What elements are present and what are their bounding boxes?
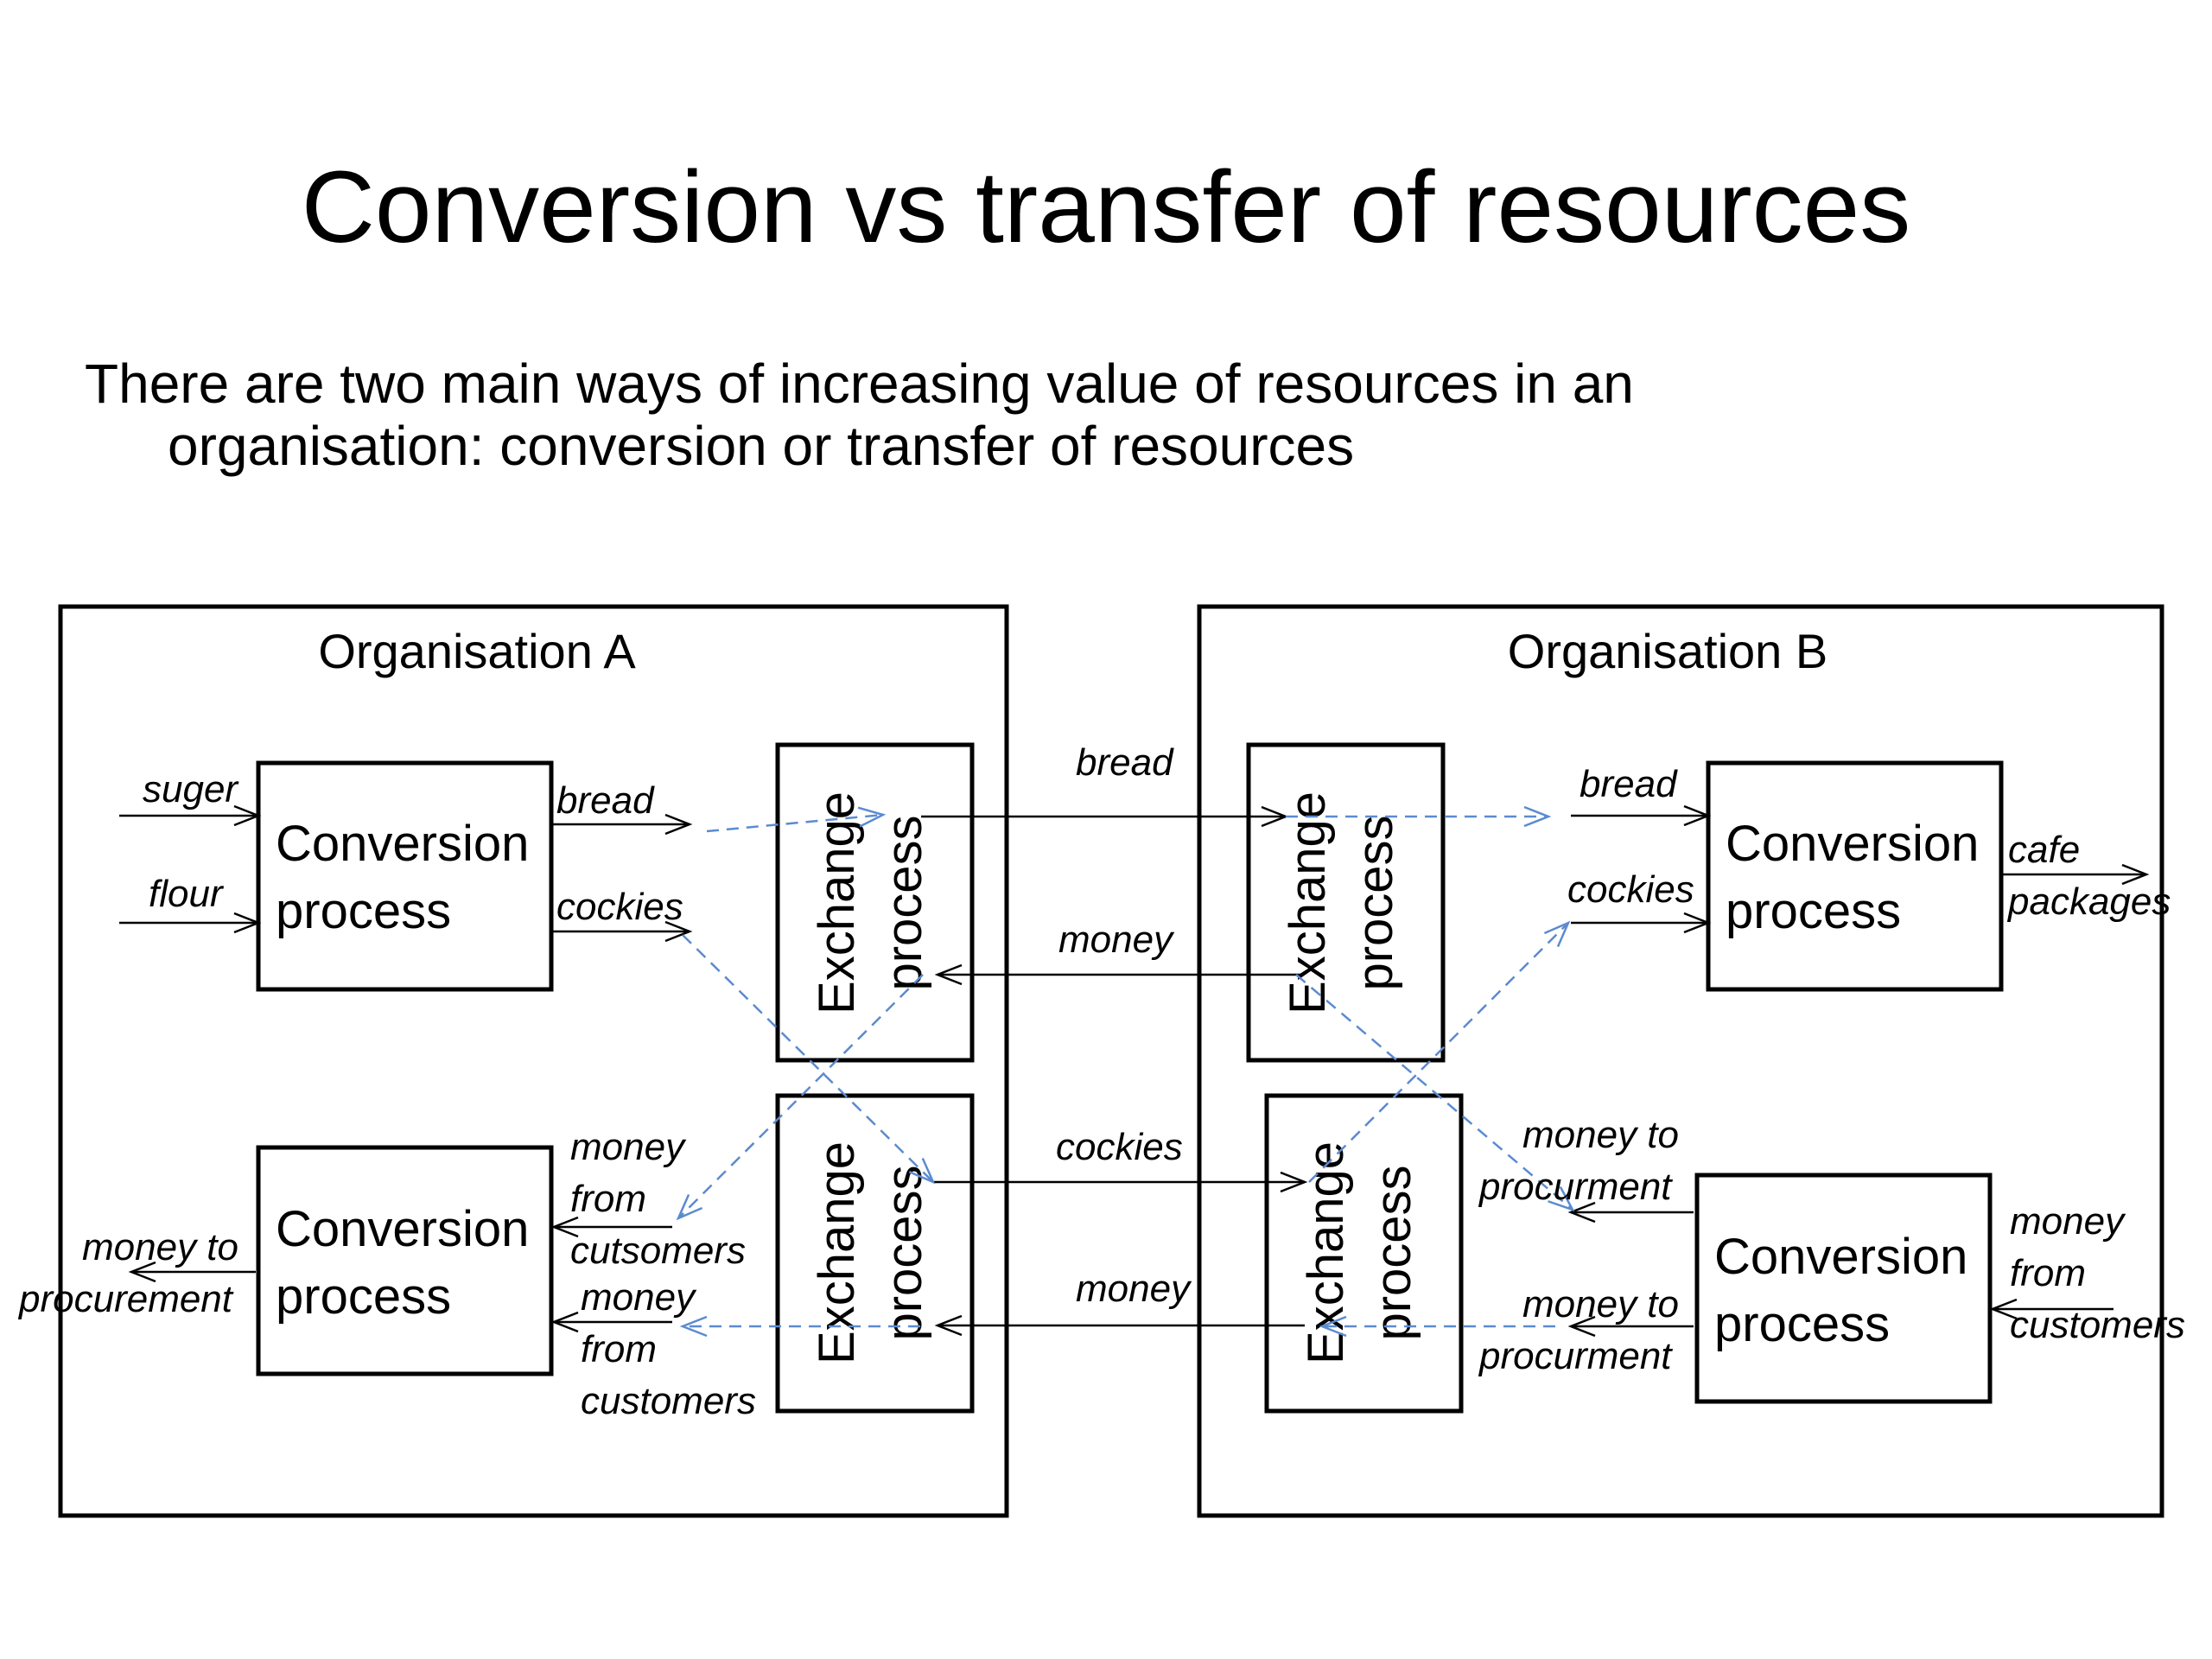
org-a-exchange-bottom-line1: Exchange (809, 1141, 865, 1364)
org-a-exchange-bottom-line2: process (876, 1165, 932, 1340)
label-b-money-to-procurment-2b: procurment (1478, 1335, 1673, 1377)
label-b-money-to-procurment-1a: money to (1522, 1114, 1679, 1156)
label-bread-b: bread (1580, 763, 1678, 805)
org-a-conversion-bottom-line1: Conversion (276, 1201, 529, 1257)
label-money-transfer-top: money (1058, 918, 1175, 961)
label-b-money-to-procurment-2a: money to (1522, 1283, 1679, 1325)
label-bread-transfer: bread (1076, 741, 1174, 784)
org-b-exchange-process-top (1246, 742, 1446, 1063)
label-a-money-to-procurement-2: procurement (17, 1278, 234, 1320)
org-a-exchange-process-bottom (775, 1093, 975, 1414)
org-a-exchange-process-top (775, 742, 975, 1063)
org-b-conversion-process-bottom (1694, 1173, 1993, 1404)
label-cafe: cafe (2008, 829, 2080, 871)
org-a-exchange-top-line1: Exchange (809, 791, 865, 1014)
body-line-1: There are two main ways of increasing va… (85, 353, 1634, 415)
org-b-exchange-top-line1: Exchange (1280, 791, 1336, 1014)
label-b-money-from-customers-2: from (2010, 1252, 2086, 1294)
slide-title: Conversion vs transfer of resources (301, 150, 1911, 264)
org-b-conversion-bottom-line1: Conversion (1714, 1229, 1967, 1285)
label-money-transfer-bottom: money (1076, 1268, 1192, 1310)
label-packages: packages (2006, 880, 2171, 923)
org-b-exchange-bottom-line1: Exchange (1298, 1141, 1354, 1364)
org-b-conversion-bottom-line2: process (1714, 1296, 1890, 1352)
label-a-money-from-cutsomers-3: cutsomers (570, 1230, 746, 1272)
org-a-conversion-top-line1: Conversion (276, 816, 529, 872)
dashed-path-money-top-a (676, 974, 924, 1221)
organisation-a-title: Organisation A (318, 624, 636, 678)
organisation-b-frame (1197, 604, 2164, 1518)
org-a-conversion-process-bottom (256, 1145, 554, 1376)
organisation-a-frame (58, 604, 1009, 1518)
label-cockies-b: cockies (1567, 868, 1694, 911)
organisation-b-title: Organisation B (1508, 624, 1827, 678)
org-a-conversion-process-top (256, 760, 554, 992)
org-a-conversion-bottom-line2: process (276, 1268, 451, 1325)
label-bread-a: bread (556, 779, 655, 822)
dashed-path-cockies-b (1308, 920, 1571, 1183)
org-a-conversion-top-line2: process (276, 883, 451, 939)
org-b-conversion-process-top (1706, 760, 2004, 992)
dashed-path-bread-a (706, 806, 887, 833)
label-a-money-from-customers-3: customers (581, 1380, 756, 1422)
label-cockies-a: cockies (556, 886, 683, 928)
label-a-money-from-customers-1: money (581, 1276, 697, 1319)
slide-body-text: There are two main ways of increasing va… (85, 353, 2072, 477)
org-a-exchange-top-line2: process (876, 815, 932, 990)
org-b-exchange-top-line2: process (1347, 815, 1403, 990)
label-b-money-to-procurment-1b: procurment (1478, 1166, 1673, 1208)
label-a-money-from-cutsomers-2: from (570, 1178, 646, 1220)
label-suger: suger (143, 768, 239, 810)
dashed-path-money-top-b (1295, 974, 1575, 1212)
label-a-money-to-procurement-1: money to (82, 1226, 238, 1268)
label-cockies-transfer: cockies (1056, 1126, 1183, 1168)
label-a-money-from-customers-2: from (581, 1328, 657, 1370)
org-b-conversion-top-line2: process (1726, 883, 1901, 939)
org-b-exchange-bottom-line2: process (1365, 1165, 1421, 1340)
label-b-money-from-customers-1: money (2010, 1200, 2126, 1243)
body-line-2: organisation: conversion or transfer of … (168, 415, 1355, 477)
org-b-conversion-top-line1: Conversion (1726, 816, 1979, 872)
org-b-exchange-process-bottom (1264, 1093, 1464, 1414)
label-a-money-from-cutsomers-1: money (570, 1126, 687, 1168)
label-flour: flour (149, 873, 225, 915)
label-b-money-from-customers-3: customers (2010, 1304, 2185, 1346)
